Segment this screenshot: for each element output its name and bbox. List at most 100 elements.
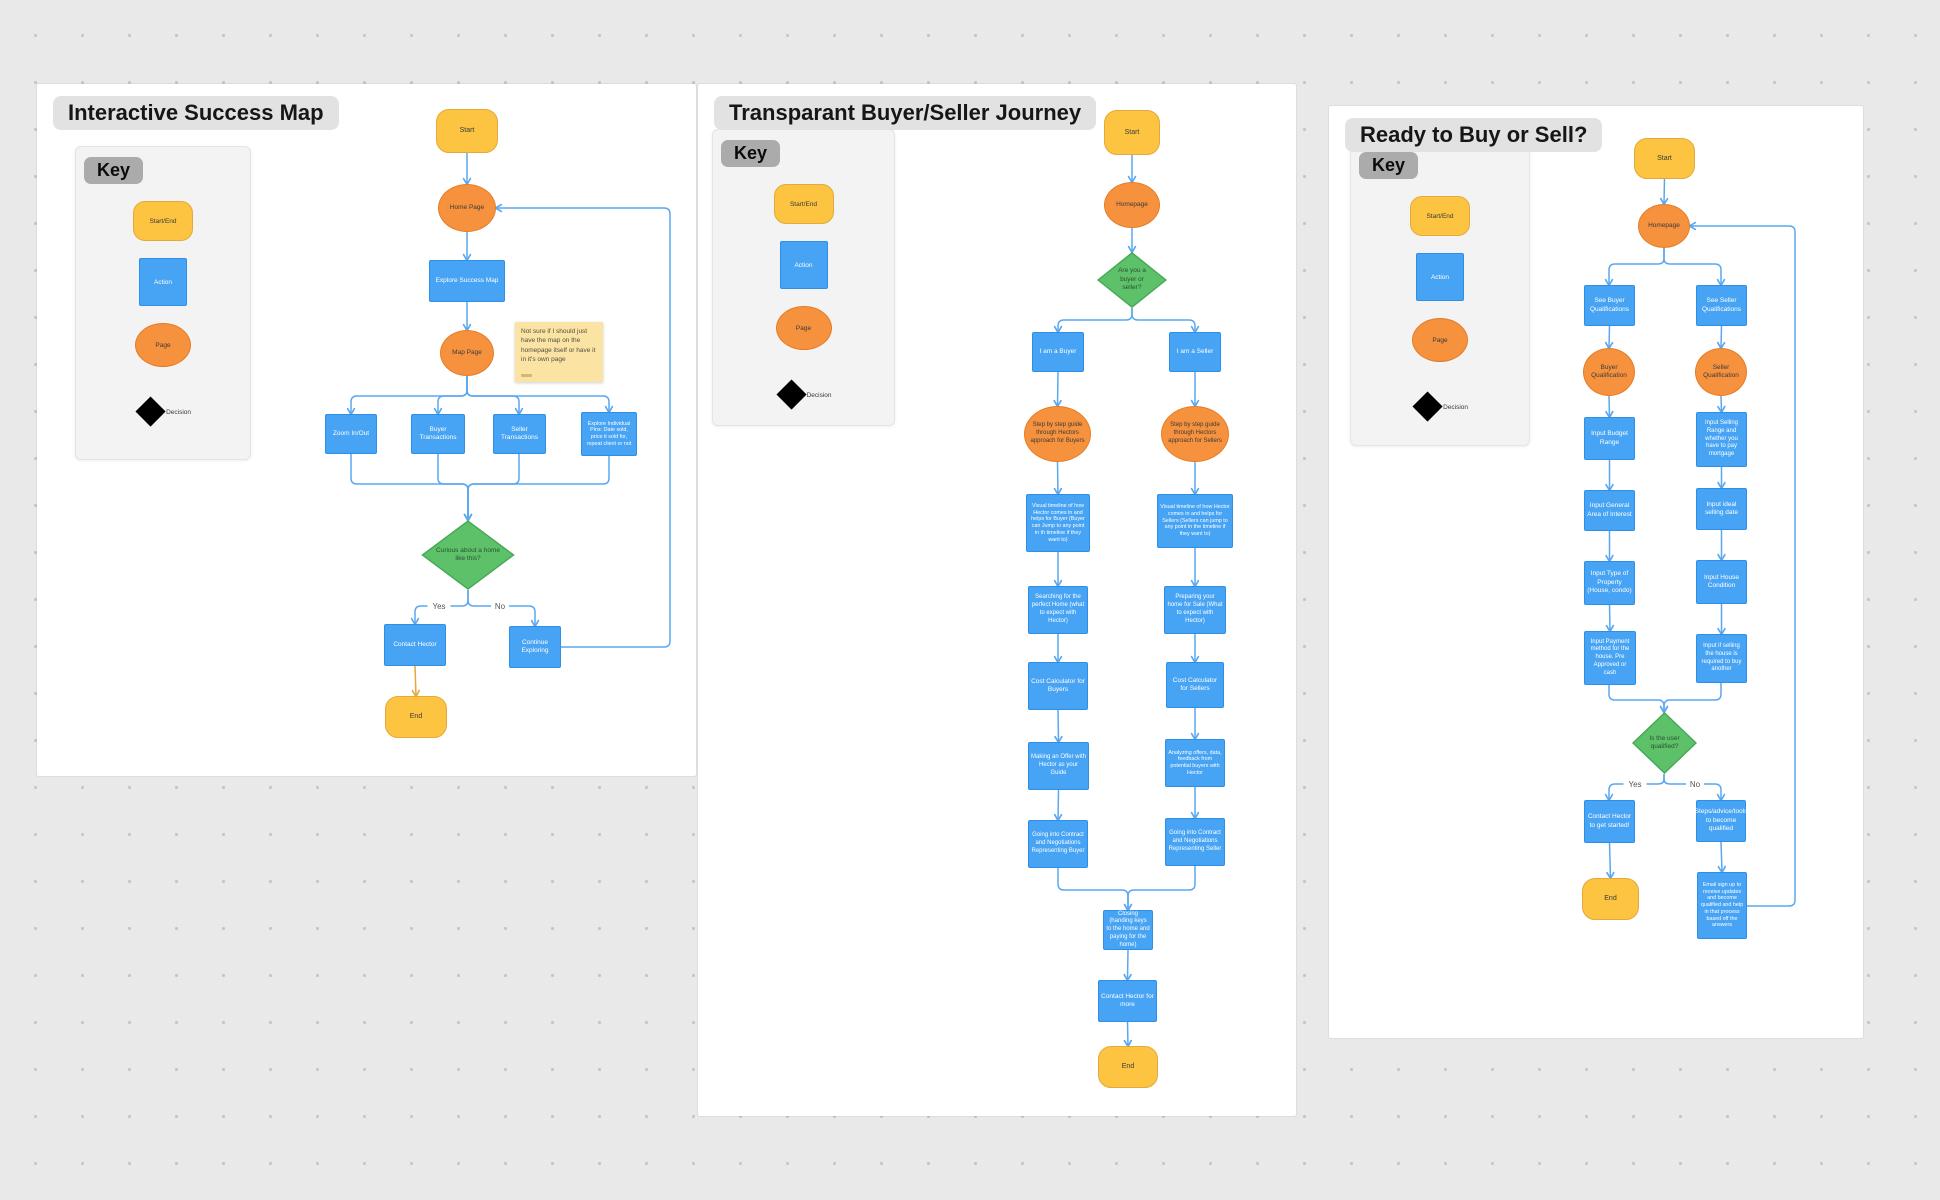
node-selling_date[interactable]: Input ideal selling date	[1696, 488, 1747, 530]
connector[interactable]	[1663, 248, 1726, 287]
node-explore_pins[interactable]: Explore Individual Pins: Date sold, pric…	[581, 412, 637, 456]
node-preparing[interactable]: Preparing your home for Sale (What to ex…	[1164, 586, 1226, 634]
node-area[interactable]: Input General Area of Interest	[1584, 490, 1635, 531]
node-analyzing[interactable]: Analyzing offers, data, feedback from po…	[1165, 739, 1225, 787]
key-label[interactable]: Key	[84, 157, 144, 184]
connector[interactable]	[411, 665, 421, 698]
connector[interactable]	[463, 456, 610, 522]
node-closing[interactable]: Closing (handing keys to the home and pa…	[1103, 910, 1153, 950]
key-item-action[interactable]: Action	[1416, 253, 1464, 301]
node-steps[interactable]: Steps/advice/tools to become qualified	[1695, 800, 1747, 842]
node-qualified[interactable]: Is the user qualified?	[1632, 712, 1697, 774]
node-contact_more[interactable]: Contact Hector for more	[1098, 980, 1157, 1022]
connector[interactable]	[1053, 461, 1063, 496]
node-home_page[interactable]: Home Page	[438, 184, 496, 232]
node-start[interactable]: Start	[436, 109, 498, 153]
key-item-page[interactable]: Page	[775, 306, 832, 350]
key-item-action[interactable]: Action	[779, 241, 828, 289]
frame-title[interactable]: Ready to Buy or Sell?	[1345, 118, 1603, 152]
key-item-decision[interactable]: Decision	[775, 367, 832, 423]
key-item-action[interactable]: Action	[139, 258, 187, 306]
connector[interactable]	[1606, 842, 1615, 880]
node-homepage[interactable]: Homepage	[1638, 204, 1690, 248]
key-item-startend[interactable]: Start/End	[773, 184, 834, 224]
node-homepage[interactable]: Homepage	[1104, 182, 1160, 228]
node-buyer_qual[interactable]: Buyer Qualification	[1583, 348, 1635, 396]
node-label: Step by step guide through Hectors appro…	[1030, 422, 1085, 444]
node-contact3[interactable]: Contact Hector to get started!	[1584, 800, 1635, 843]
node-see_buyer[interactable]: See Buyer Qualifications	[1584, 285, 1635, 326]
connector[interactable]	[1053, 371, 1062, 408]
connector[interactable]	[1053, 789, 1063, 822]
connector[interactable]	[1123, 1021, 1133, 1048]
node-label: Homepage	[1648, 221, 1680, 229]
node-buyer_box[interactable]: I am a Buyer	[1032, 332, 1084, 372]
node-buyer_timeline[interactable]: Visual timeline of how Hector comes in a…	[1026, 494, 1090, 552]
node-seller_box[interactable]: I am a Seller	[1169, 332, 1221, 372]
connector[interactable]	[1659, 178, 1669, 206]
node-contract_b[interactable]: Going into Contract and Negotiations Rep…	[1028, 820, 1088, 868]
node-searching[interactable]: Searching for the perfect Home (what to …	[1028, 586, 1088, 634]
connector[interactable]	[466, 376, 614, 414]
node-cc_sellers[interactable]: Cost Calculator for Sellers	[1166, 662, 1224, 708]
key-item-startend[interactable]: Start/End	[1410, 196, 1470, 236]
node-continue_exploring[interactable]: Continue Exploring	[509, 626, 561, 668]
node-contact_hector[interactable]: Contact Hector	[384, 624, 446, 666]
connector[interactable]	[1123, 866, 1196, 912]
node-start[interactable]: Start	[1634, 138, 1695, 179]
node-label: Input House Condition	[1703, 573, 1740, 589]
connector[interactable]	[1717, 841, 1727, 874]
key-item-page[interactable]: Page	[135, 323, 191, 367]
node-diamond[interactable]: Are you a buyer or seller?	[1097, 252, 1167, 308]
node-end3[interactable]: End	[1582, 878, 1639, 920]
node-cc_buyers[interactable]: Cost Calculator for Buyers	[1028, 662, 1088, 710]
node-end[interactable]: End	[1098, 1046, 1158, 1088]
edge-label: Yes	[1628, 780, 1641, 789]
node-seller_qual[interactable]: Seller Qualification	[1695, 348, 1747, 396]
node-contract_s[interactable]: Going into Contract and Negotiations Rep…	[1165, 818, 1225, 866]
node-budget[interactable]: Input Budget Range	[1584, 417, 1635, 460]
connector[interactable]	[1054, 709, 1063, 744]
connector[interactable]	[1605, 604, 1615, 633]
node-selling_range[interactable]: Input Selling Range and whether you have…	[1696, 412, 1747, 467]
node-email[interactable]: Email sign up to receive updates and bec…	[1697, 872, 1747, 939]
node-map_page[interactable]: Map Page	[440, 330, 494, 376]
node-seller_timeline[interactable]: Visual timeline of how Hector comes in a…	[1157, 494, 1233, 548]
node-end[interactable]: End	[385, 696, 447, 738]
key-item-startend[interactable]: Start/End	[133, 201, 193, 241]
node-curious[interactable]: Curious about a home like this?	[421, 520, 515, 590]
key-item-page[interactable]: Page	[1412, 318, 1468, 362]
connector[interactable]	[1131, 308, 1200, 334]
node-see_seller[interactable]: See Seller Qualifications	[1696, 285, 1747, 326]
node-buyer_circle[interactable]: Step by step guide through Hectors appro…	[1024, 406, 1091, 462]
key-label[interactable]: Key	[721, 140, 781, 167]
node-buyer_tx[interactable]: Buyer Transactions	[411, 414, 465, 454]
connector[interactable]	[1717, 395, 1726, 414]
node-label: Explore Success Map	[435, 276, 499, 284]
node-property_type[interactable]: Input Type of Property (House, condo)	[1584, 561, 1635, 605]
node-explore[interactable]: Explore Success Map	[429, 260, 505, 302]
connector[interactable]	[1123, 949, 1132, 982]
node-seller_tx[interactable]: Seller Transactions	[493, 414, 546, 454]
frame-title[interactable]: Transparant Buyer/Seller Journey	[714, 96, 1097, 130]
key-item-decision[interactable]: Decision	[135, 384, 191, 440]
node-seller_circle[interactable]: Step by step guide through Hectors appro…	[1161, 406, 1229, 462]
sticky-note-sticky_note[interactable]: Not sure if I should just have the map o…	[515, 322, 603, 382]
node-zoom_io[interactable]: Zoom In/Out	[325, 414, 377, 454]
connector[interactable]	[1716, 325, 1726, 350]
connector[interactable]	[1605, 395, 1614, 419]
key-item-decision[interactable]: Decision	[1412, 379, 1468, 435]
key-label[interactable]: Key	[1359, 152, 1419, 179]
connector[interactable]	[1659, 683, 1722, 714]
node-payment[interactable]: Input Payment method for the house. Pre …	[1584, 631, 1636, 685]
node-offer[interactable]: Making an Offer with Hector as your Guid…	[1028, 742, 1089, 790]
frame-title[interactable]: Interactive Success Map	[53, 96, 339, 130]
connector[interactable]	[1688, 221, 1796, 907]
node-if_selling[interactable]: Input if selling the house is required t…	[1696, 634, 1747, 683]
node-house_condition[interactable]: Input House Condition	[1696, 560, 1747, 604]
connector[interactable]	[1604, 325, 1614, 350]
connector[interactable]	[494, 203, 671, 648]
node-start[interactable]: Start	[1104, 110, 1160, 155]
